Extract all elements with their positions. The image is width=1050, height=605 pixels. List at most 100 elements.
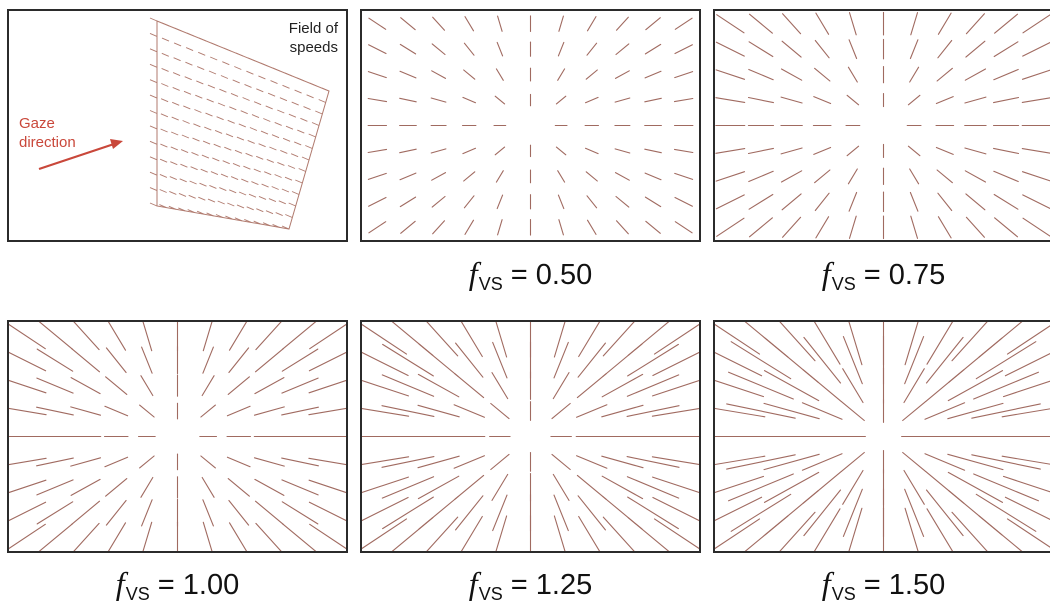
flow-segment [617, 17, 629, 30]
speed-tick [150, 188, 157, 191]
flow-segment [965, 148, 986, 154]
caption-3: fVS = 1.00 [7, 565, 348, 605]
flow-segment [603, 322, 641, 356]
flow-segment [9, 350, 46, 371]
gaze-label-line1: Gaze [19, 114, 76, 133]
speed-tick [224, 48, 231, 51]
speed-tick [312, 123, 319, 126]
flow-segment [554, 516, 567, 551]
flow-segment [9, 322, 45, 349]
speed-tick [210, 57, 217, 60]
speed-tick [275, 175, 282, 178]
flow-segment [432, 173, 446, 181]
speed-tick [193, 124, 200, 127]
flow-segment [229, 501, 249, 526]
flow-segment [615, 149, 630, 153]
speed-tick [203, 141, 210, 144]
flow-segment [938, 193, 952, 210]
flow-segment [1008, 519, 1050, 551]
speed-tick [150, 172, 157, 175]
flow-segment [106, 501, 126, 526]
flow-segment [203, 322, 213, 351]
speed-tick [239, 124, 246, 127]
speed-tick [223, 161, 230, 164]
speed-tick [150, 141, 157, 144]
flow-segment [105, 457, 128, 467]
speed-tick [280, 98, 287, 101]
speed-tick [169, 191, 176, 194]
speed-tick [174, 43, 181, 46]
speed-tick [150, 203, 157, 206]
flow-segment [995, 14, 1018, 33]
flow-segment [995, 218, 1018, 237]
flow-segment [230, 322, 249, 350]
flow-segment [309, 480, 346, 494]
speed-tick [263, 119, 270, 122]
speed-tick [266, 211, 273, 214]
flow-segment [497, 42, 502, 56]
flow-segment [615, 98, 630, 102]
flow-segment [553, 373, 569, 399]
speed-tick [259, 144, 266, 147]
flow-segment [72, 501, 100, 524]
flow-segment [803, 472, 841, 504]
flow-segment [603, 517, 641, 551]
flow-segment [309, 378, 346, 392]
caption-value: = 1.25 [511, 569, 592, 601]
speed-tick [237, 205, 244, 208]
flow-segment [107, 523, 126, 551]
caption-value: = 0.50 [511, 259, 592, 291]
flow-segment [843, 489, 862, 536]
speed-tick [241, 179, 248, 182]
speed-tick [258, 76, 265, 79]
flow-segment [142, 500, 153, 526]
flow-segment [556, 96, 565, 104]
flow-segment [764, 403, 819, 418]
flow-segment [802, 403, 842, 420]
flow-segment [646, 18, 661, 30]
flow-segment [586, 172, 597, 181]
flow-segment [646, 221, 661, 233]
flow-segment [309, 502, 346, 523]
flow-segment [400, 98, 417, 102]
speed-tick [194, 110, 201, 113]
speed-tick [249, 194, 256, 197]
flow-segment [141, 478, 153, 498]
flow-segment [37, 378, 73, 393]
flow-segment [553, 474, 569, 500]
speed-tick [192, 152, 199, 155]
speed-tick [300, 118, 307, 121]
flow-segment [850, 216, 857, 238]
flow-segment [717, 15, 744, 33]
flow-segment [578, 496, 605, 530]
speed-tick [196, 81, 203, 84]
flow-segment [418, 405, 459, 417]
flow-segment [731, 342, 791, 379]
flow-segment [554, 322, 567, 357]
flow-segment [432, 197, 445, 208]
flow-segment [455, 475, 484, 499]
flow-segment [966, 14, 984, 34]
flow-segment [765, 472, 819, 502]
flow-segment [764, 454, 819, 469]
intro-panel: Field of speeds Gaze direction [7, 9, 348, 242]
speed-tick [302, 157, 309, 160]
speed-tick [231, 93, 238, 96]
flow-segment [994, 70, 1018, 80]
speed-tick [222, 62, 229, 65]
flow-segment [496, 69, 503, 80]
flow-segment [362, 519, 407, 551]
speed-tick [243, 166, 250, 169]
speed-tick [150, 49, 157, 52]
speed-tick [150, 80, 157, 83]
flow-segment [72, 349, 100, 372]
speed-tick [150, 126, 157, 129]
flow-segment [715, 497, 762, 528]
speed-tick [248, 58, 255, 61]
flow-segment [255, 407, 285, 415]
flow-segment [966, 194, 985, 210]
flow-segment [628, 518, 678, 551]
flow-segment [602, 456, 643, 468]
flow-segment [815, 41, 829, 58]
flow-segment [498, 220, 503, 235]
